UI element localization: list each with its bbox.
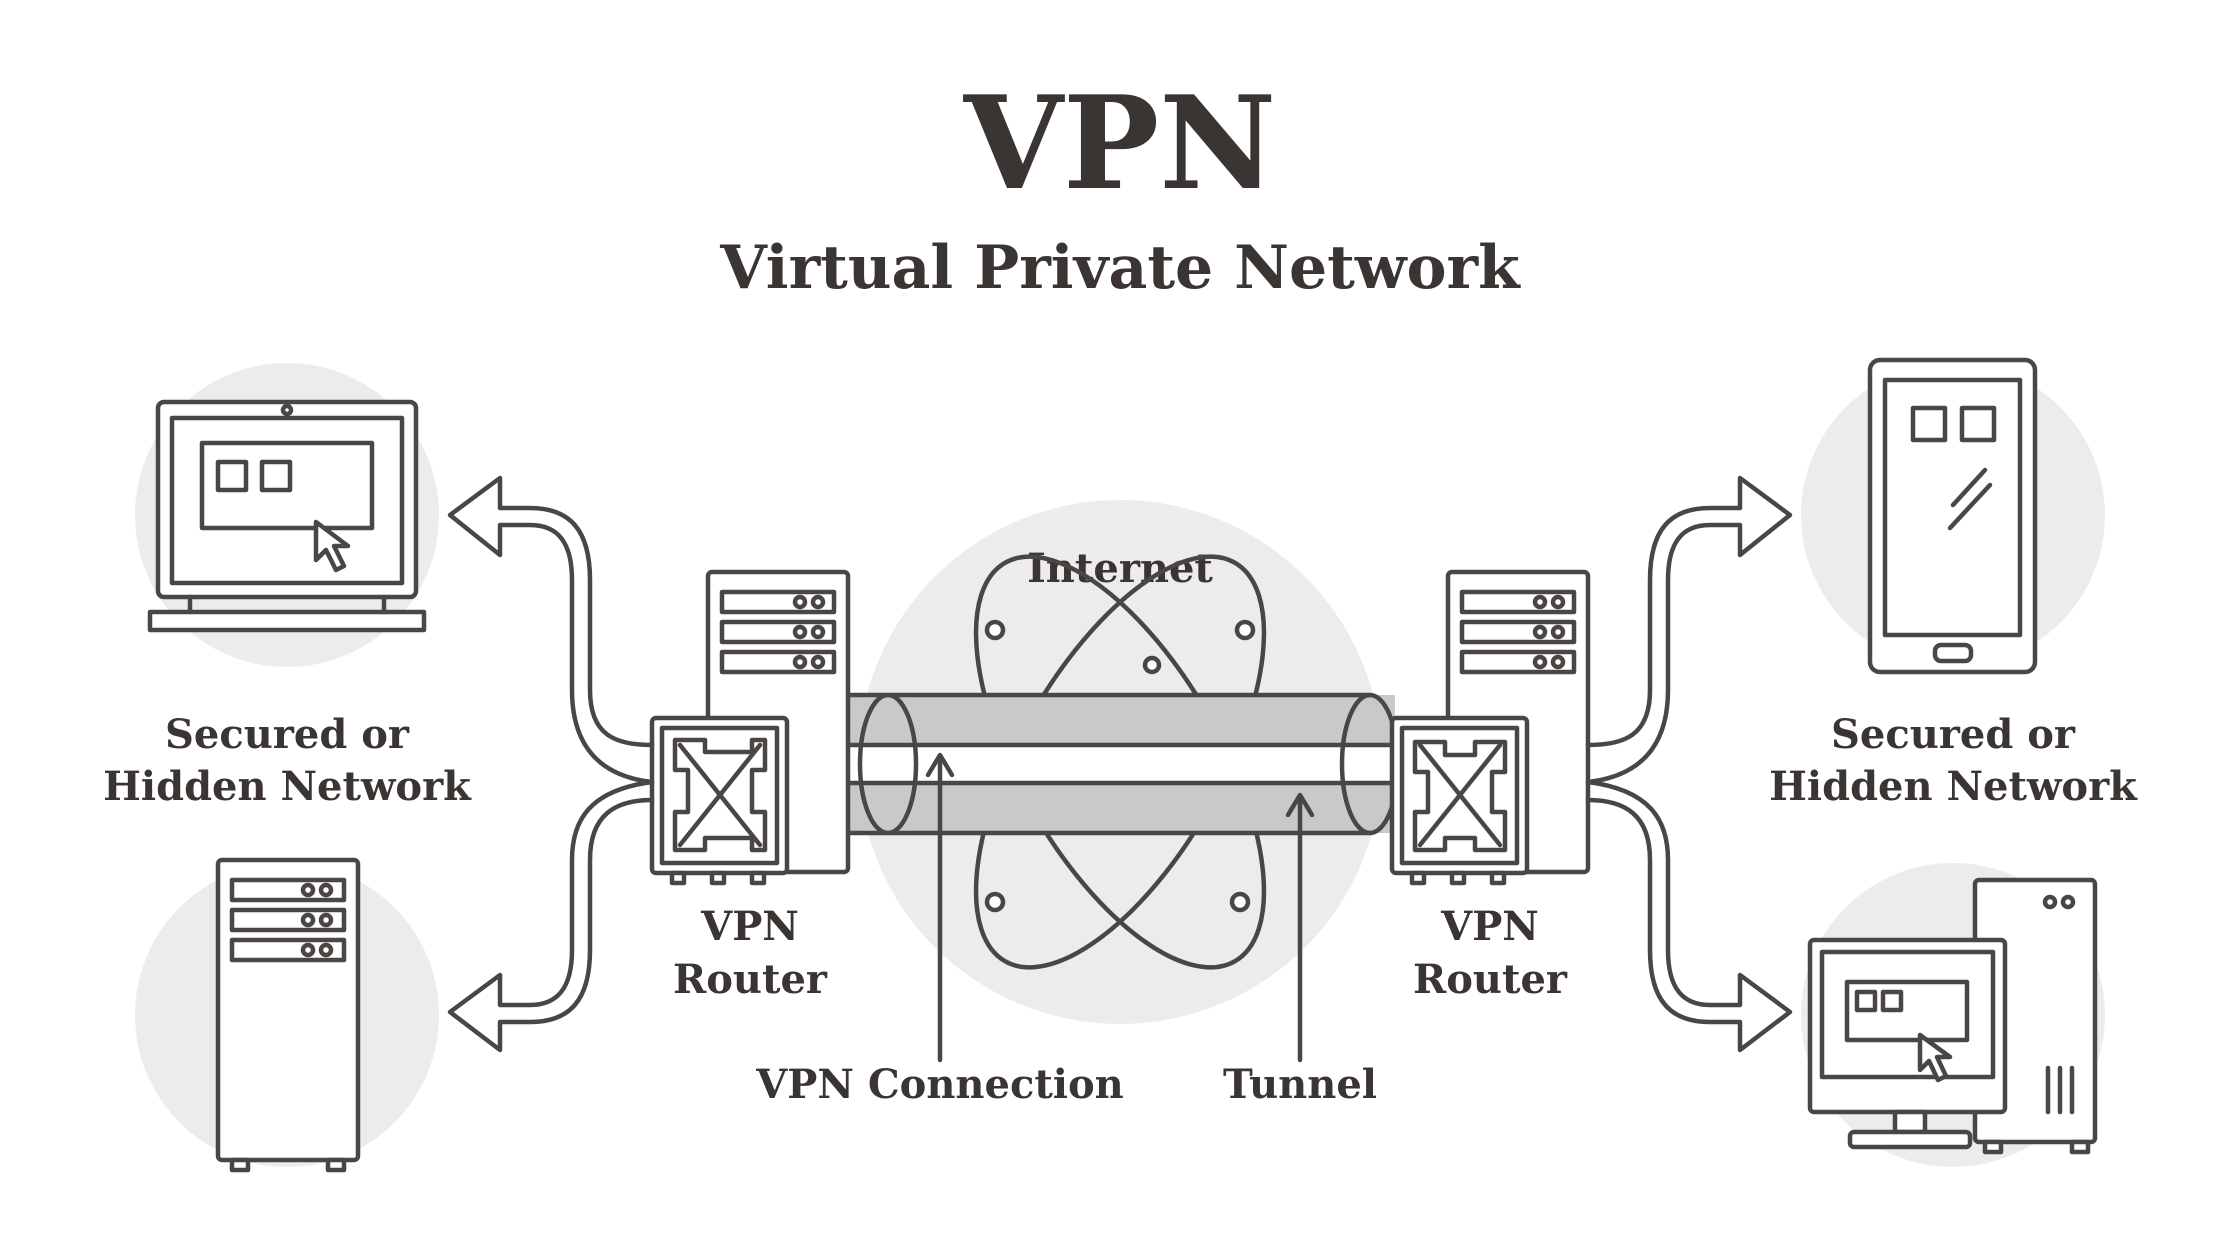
tunnel-pointer (1285, 792, 1315, 1063)
left-branch-arrows (447, 475, 655, 1053)
tunnel-label: Tunnel (1223, 1061, 1377, 1108)
diagram-subtitle: Virtual Private Network (719, 233, 1521, 303)
laptop-icon (147, 399, 427, 633)
left-network-label-line2: Hidden Network (103, 763, 472, 810)
left-vpn-router-icon (649, 569, 851, 886)
left-router-label-line1: VPN (700, 903, 799, 950)
vpn-connection-pointer (925, 752, 955, 1063)
left-network-label-line1: Secured or (165, 711, 410, 758)
diagram-title: VPN (963, 69, 1277, 219)
right-vpn-router-icon (1389, 569, 1591, 886)
internet-label: Internet (1027, 545, 1213, 592)
left-server-icon (215, 857, 361, 1173)
right-router-label-line1: VPN (1440, 903, 1539, 950)
tablet-icon (1867, 357, 2038, 675)
right-branch-arrows (1585, 475, 1793, 1053)
desktop-computer-icon (1807, 877, 2098, 1155)
left-router-label-line2: Router (673, 956, 828, 1003)
right-network-label-line1: Secured or (1831, 711, 2076, 758)
vpn-connection-label: VPN Connection (755, 1061, 1124, 1108)
right-network-label-line2: Hidden Network (1769, 763, 2138, 810)
right-router-label-line2: Router (1413, 956, 1568, 1003)
